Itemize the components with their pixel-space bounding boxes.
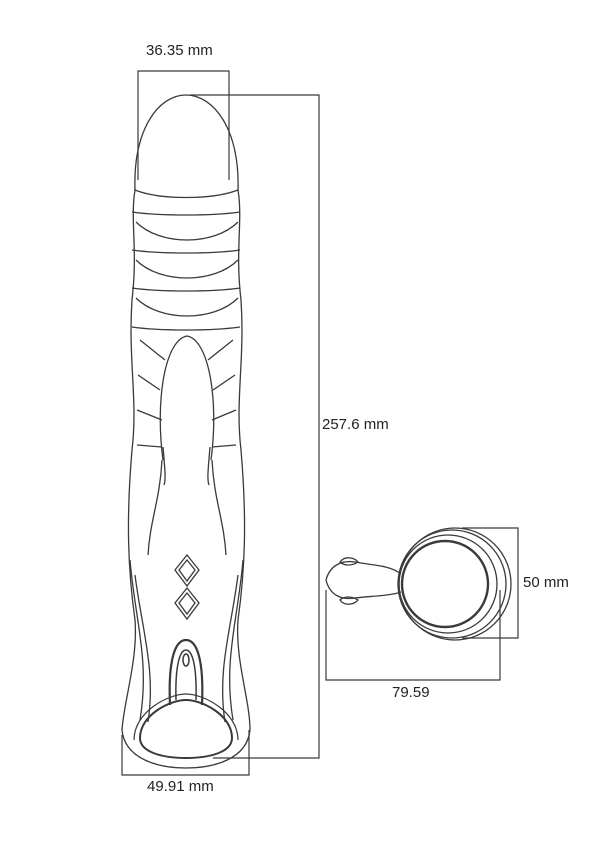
front-view	[121, 94, 251, 769]
base-width-bracket	[121, 730, 250, 776]
end-height-bracket	[462, 527, 519, 639]
length-bracket	[190, 94, 320, 759]
end-length-label: 79.59	[392, 684, 430, 701]
end-view	[325, 527, 512, 641]
tip-width-label: 36.35 mm	[146, 42, 213, 59]
end-length-bracket	[325, 590, 501, 681]
total-length-label: 257.6 mm	[322, 416, 389, 433]
end-height-label: 50 mm	[523, 574, 569, 591]
base-width-label: 49.91 mm	[147, 778, 214, 795]
tip-width-bracket	[137, 70, 230, 180]
